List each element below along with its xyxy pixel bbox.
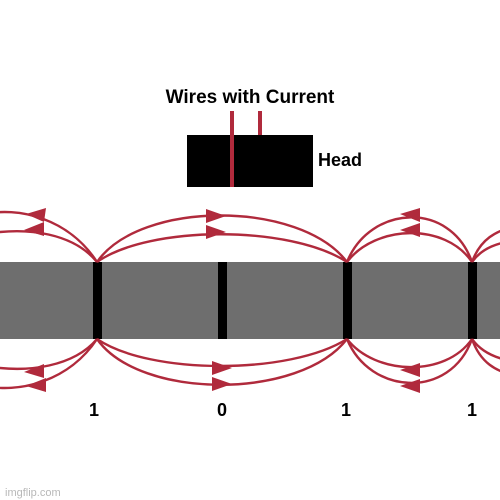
field-arrow (206, 209, 226, 223)
bit-label: 1 (341, 400, 351, 420)
field-arrow (26, 378, 46, 392)
domain-boundary-1 (93, 262, 102, 339)
field-arrow (400, 379, 420, 393)
bit-label: 0 (217, 400, 227, 420)
bit-label: 1 (467, 400, 477, 420)
watermark: imgflip.com (5, 487, 61, 499)
field-arrow (400, 363, 420, 377)
field-arrow (400, 208, 420, 222)
field-arrow (212, 361, 232, 375)
recording-head (187, 135, 313, 187)
field-arrow (206, 225, 226, 239)
diagram-title: Wires with Current (166, 87, 335, 108)
domain-boundary-4 (468, 262, 477, 339)
magnetic-tape (0, 262, 500, 339)
domain-boundary-2 (218, 262, 227, 339)
field-arrow (400, 223, 420, 237)
field-arrow (24, 364, 44, 378)
field-lines-far-right (470, 229, 500, 373)
field-arrow (24, 222, 44, 236)
field-arrow (26, 208, 46, 222)
field-arrow (212, 377, 232, 391)
head-label: Head (318, 150, 362, 170)
bit-label: 1 (89, 400, 99, 420)
domain-boundary-3 (343, 262, 352, 339)
